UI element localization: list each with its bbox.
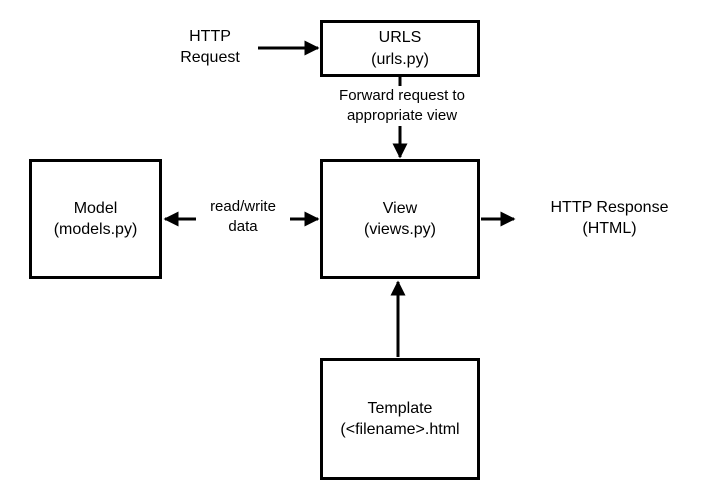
edge-label-forward-line1: Forward request to	[339, 87, 465, 104]
node-template-line2: (<filename>.html	[340, 421, 460, 438]
node-model-line2: (models.py)	[53, 221, 138, 238]
node-urls-text: URLS (urls.py)	[371, 27, 429, 69]
node-urls-line1: URLS	[378, 29, 422, 47]
edge-label-read-write-line1: read/write	[210, 198, 276, 215]
label-http-response: HTTP Response (HTML)	[522, 197, 697, 239]
node-urls-line2: (urls.py)	[371, 50, 429, 68]
node-view-text: View (views.py)	[364, 198, 436, 240]
node-template-line1: Template	[367, 399, 433, 417]
label-http-request: HTTP Request	[155, 26, 265, 68]
label-http-request-line2: Request	[180, 49, 240, 67]
label-http-response-line1: HTTP Response	[550, 199, 669, 216]
node-model-text: Model (models.py)	[54, 198, 138, 240]
node-view-line1: View	[382, 199, 418, 217]
node-model-line1: Model	[73, 199, 118, 217]
label-http-response-line2: (HTML)	[582, 220, 637, 238]
node-view[interactable]: View (views.py)	[320, 159, 480, 279]
node-template[interactable]: Template (<filename>.html	[320, 358, 480, 480]
node-urls[interactable]: URLS (urls.py)	[320, 20, 480, 77]
node-model[interactable]: Model (models.py)	[29, 159, 162, 279]
edge-label-read-write: read/write data	[196, 197, 290, 237]
label-http-request-line1: HTTP	[189, 28, 231, 45]
edge-label-forward: Forward request to appropriate view	[312, 86, 492, 126]
node-view-line2: (views.py)	[363, 221, 436, 238]
node-template-text: Template (<filename>.html	[340, 398, 459, 440]
edge-label-forward-line2: appropriate view	[346, 106, 458, 124]
edge-label-read-write-line2: data	[228, 217, 258, 235]
